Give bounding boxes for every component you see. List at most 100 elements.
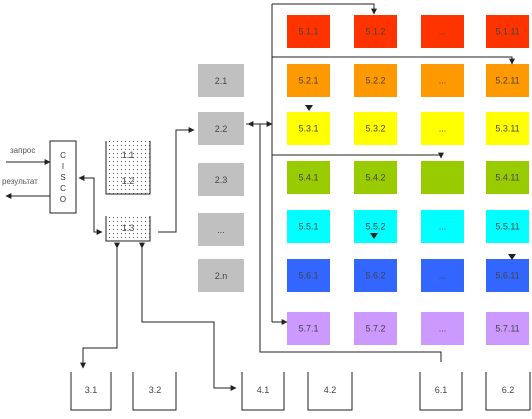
grid-cell-box bbox=[354, 312, 397, 345]
grid-arrow-head bbox=[305, 105, 313, 111]
grid-cell: ... bbox=[421, 259, 464, 292]
grid-cell-box bbox=[421, 64, 464, 97]
level1-group: 1.1 1.2 1.3 bbox=[105, 141, 151, 242]
grid-cell-label: 5.5.11 bbox=[495, 222, 519, 232]
level2-node: 2.n bbox=[198, 259, 244, 292]
grid-cell-box bbox=[486, 64, 529, 97]
grid-cell-label: 5.6.2 bbox=[365, 271, 385, 281]
grid-cell-box bbox=[354, 161, 397, 194]
grid-cell-label: 5.3.1 bbox=[298, 124, 318, 134]
cisco-letter: C bbox=[60, 151, 66, 160]
cisco-letter: I bbox=[62, 162, 64, 171]
grid-cell-label: ... bbox=[439, 271, 447, 281]
grid-cell-label: ... bbox=[439, 324, 447, 334]
grid-cell-box bbox=[354, 112, 397, 145]
grid-cell: 5.2.2 bbox=[354, 64, 397, 97]
grid-cell-label: 5.3.2 bbox=[365, 124, 385, 134]
grid-cell-box bbox=[287, 112, 330, 145]
grid-cell: 5.2.1 bbox=[287, 64, 330, 97]
bottom-node: 4.1 bbox=[241, 372, 285, 411]
grid-cell: 5.3.11 bbox=[486, 112, 529, 145]
grid-cell-box bbox=[421, 210, 464, 243]
grid-cell-label: 5.4.11 bbox=[495, 173, 519, 183]
grid-cell-label: 5.6.11 bbox=[495, 271, 519, 281]
grid-cell: 5.7.2 bbox=[354, 312, 397, 345]
grid-cell-label: 5.4.2 bbox=[365, 173, 385, 183]
grid-cell: 5.6.1 bbox=[287, 259, 330, 292]
grid-cell: 5.7.1 bbox=[287, 312, 330, 345]
level2-node: 2.1 bbox=[198, 64, 244, 97]
l1-to-31-wire bbox=[80, 242, 120, 369]
grid-cell-label: ... bbox=[439, 222, 447, 232]
cisco-letter: S bbox=[60, 173, 65, 182]
grid-cell-box bbox=[486, 259, 529, 292]
l2-to-61-wire bbox=[259, 124, 442, 362]
grid-cell-label: 5.5.2 bbox=[365, 222, 385, 232]
bus-to-54x-wire bbox=[272, 152, 444, 159]
grid-cell: 5.5.11 bbox=[486, 210, 529, 243]
level1-box bbox=[106, 141, 150, 168]
grid-cell-label: ... bbox=[439, 76, 447, 86]
grid-cell-box bbox=[421, 112, 464, 145]
level1-label: 1.1 bbox=[122, 150, 135, 160]
grid-cell-box bbox=[421, 161, 464, 194]
output-label: результат bbox=[2, 177, 38, 186]
grid-cell: 5.7.11 bbox=[486, 312, 529, 345]
grid-cell-box bbox=[287, 64, 330, 97]
grid-arrow-head bbox=[370, 233, 378, 239]
cisco-letter: C bbox=[60, 184, 66, 193]
grid-cell: 5.4.2 bbox=[354, 161, 397, 194]
level1-node: 1.1 bbox=[105, 141, 151, 169]
connections bbox=[78, 3, 516, 391]
bottom-label: 3.1 bbox=[85, 385, 98, 395]
grid-cell-box bbox=[421, 259, 464, 292]
level2-node: ... bbox=[198, 213, 244, 246]
bottom-label: 3.2 bbox=[149, 385, 162, 395]
grid-cell-box bbox=[421, 15, 464, 48]
grid-cell-box bbox=[486, 210, 529, 243]
grid-cell-label: 5.2.2 bbox=[365, 76, 385, 86]
grid-cell: 5.6.2 bbox=[354, 259, 397, 292]
level1-node: 1.3 bbox=[105, 216, 151, 242]
grid-cell-box bbox=[287, 161, 330, 194]
cisco-to-l1-wire bbox=[88, 177, 103, 235]
level1-box bbox=[106, 216, 150, 241]
level2-label: 2.n bbox=[215, 271, 228, 281]
grid-cell: 5.1.11 bbox=[486, 15, 529, 48]
bus-to-5211-wire bbox=[272, 56, 515, 65]
cisco-box bbox=[49, 140, 77, 214]
grid-cell: 5.4.11 bbox=[486, 161, 529, 194]
grid-cell-box bbox=[486, 161, 529, 194]
level2-node: 2.2 bbox=[198, 112, 244, 145]
bottom-label: 6.1 bbox=[435, 385, 448, 395]
grid-cell-label: 5.7.11 bbox=[495, 324, 519, 334]
grid-cell-label: ... bbox=[439, 124, 447, 134]
grid-cell-label: 5.4.1 bbox=[298, 173, 318, 183]
grid-cell-box bbox=[421, 312, 464, 345]
grid-cell-box bbox=[354, 64, 397, 97]
level2-label: 2.1 bbox=[215, 76, 228, 86]
grid-arrow-head bbox=[508, 254, 516, 260]
grid-cell-label: 5.7.1 bbox=[298, 324, 318, 334]
bottom-group: 3.1 3.2 4.1 4.2 6.1 6.2 bbox=[70, 372, 531, 411]
level2-label: ... bbox=[217, 225, 225, 235]
bottom-node: 3.2 bbox=[132, 372, 177, 411]
level2-group: 2.1 2.2 2.3 ... 2.n bbox=[198, 64, 244, 292]
level2-label: 2.2 bbox=[215, 124, 228, 134]
grid-cell-box bbox=[486, 312, 529, 345]
grid-cell-label: 5.1.1 bbox=[298, 27, 318, 37]
grid-cell-box bbox=[287, 312, 330, 345]
level1-box bbox=[106, 167, 150, 194]
grid-cell: ... bbox=[421, 312, 464, 345]
level1-frame bbox=[105, 167, 151, 195]
grid-cell-box bbox=[354, 259, 397, 292]
bottom-label: 6.2 bbox=[502, 385, 515, 395]
grid-cell: ... bbox=[421, 112, 464, 145]
grid-cell-box bbox=[354, 15, 397, 48]
grid-cell: 5.3.2 bbox=[354, 112, 397, 145]
grid-cell: ... bbox=[421, 64, 464, 97]
grid-cell: 5.5.1 bbox=[287, 210, 330, 243]
grid-cell-box bbox=[354, 210, 397, 243]
grid-cell-box bbox=[287, 259, 330, 292]
io-group: запрос результат bbox=[2, 146, 51, 199]
